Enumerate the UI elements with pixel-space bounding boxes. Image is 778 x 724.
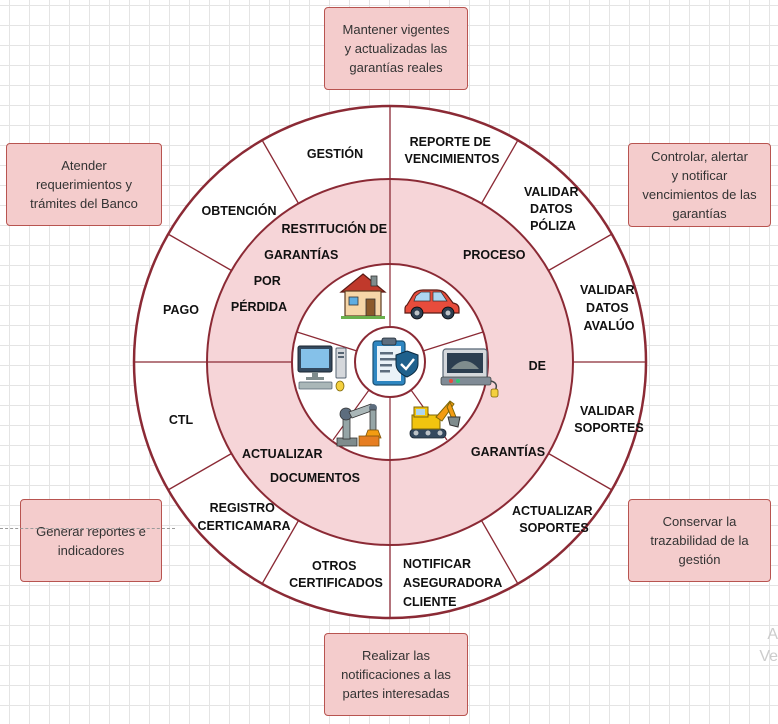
note-conservar-trazabilidad: Conservar la trazabilidad de la gestión bbox=[628, 499, 771, 582]
label-restitucion-garantias: RESTITUCIÓN DE GARANTÍAS POR PÉRDIDA bbox=[231, 221, 391, 314]
note-generar-reportes: Generar reportes e indicadores bbox=[20, 499, 162, 582]
label-otros-certificados: OTROS CERTIFICADOS bbox=[289, 559, 383, 590]
label-actualizar-documentos: ACTUALIZAR DOCUMENTOS bbox=[242, 447, 360, 485]
watermark-line-1: A bbox=[767, 626, 778, 643]
watermark-line-2: Ve bbox=[759, 648, 778, 665]
note-controlar-vencimientos: Controlar, alertar y notificar vencimien… bbox=[628, 143, 771, 227]
label-validar-datos-poliza: VALIDAR DATOS PÓLIZA bbox=[524, 185, 582, 233]
car-icon bbox=[404, 289, 460, 320]
house-icon bbox=[339, 273, 387, 319]
clipboard-shield-icon bbox=[372, 337, 419, 386]
excavator-icon bbox=[409, 400, 461, 439]
connector-dashed-line bbox=[0, 528, 175, 529]
label-registro-certicamara: REGISTRO CERTICAMARA bbox=[197, 501, 290, 533]
label-reporte-vencimientos: REPORTE DE VENCIMIENTOS bbox=[405, 135, 500, 166]
label-pago: PAGO bbox=[163, 303, 199, 317]
label-proceso-garantias: PROCESO DE GARANTÍAS bbox=[463, 248, 549, 459]
label-obtencion: OBTENCIÓN bbox=[202, 203, 277, 218]
middle-ring-dividers bbox=[207, 179, 391, 545]
note-atender-requerimientos: Atender requerimientos y trámites del Ba… bbox=[6, 143, 162, 226]
label-validar-soportes: VALIDAR SOPORTES bbox=[574, 404, 643, 435]
label-notificar-aseguradora-cliente: NOTIFICAR ASEGURADORA CLIENTE bbox=[403, 557, 505, 609]
label-actualizar-soportes: ACTUALIZAR SOPORTES bbox=[512, 504, 596, 535]
robot-arm-icon bbox=[336, 403, 382, 447]
label-gestion: GESTIÓN bbox=[307, 146, 363, 161]
computer-icon bbox=[297, 345, 347, 392]
label-validar-datos-avaluo: VALIDAR DATOS AVALÚO bbox=[580, 283, 638, 333]
outer-ring-dividers bbox=[134, 106, 646, 618]
scanner-icon bbox=[440, 348, 499, 398]
label-ctl: CTL bbox=[169, 413, 194, 427]
note-realizar-notificaciones: Realizar las notificaciones a las partes… bbox=[324, 633, 468, 716]
note-mantener-garantias: Mantener vigentes y actualizadas las gar… bbox=[324, 7, 468, 90]
